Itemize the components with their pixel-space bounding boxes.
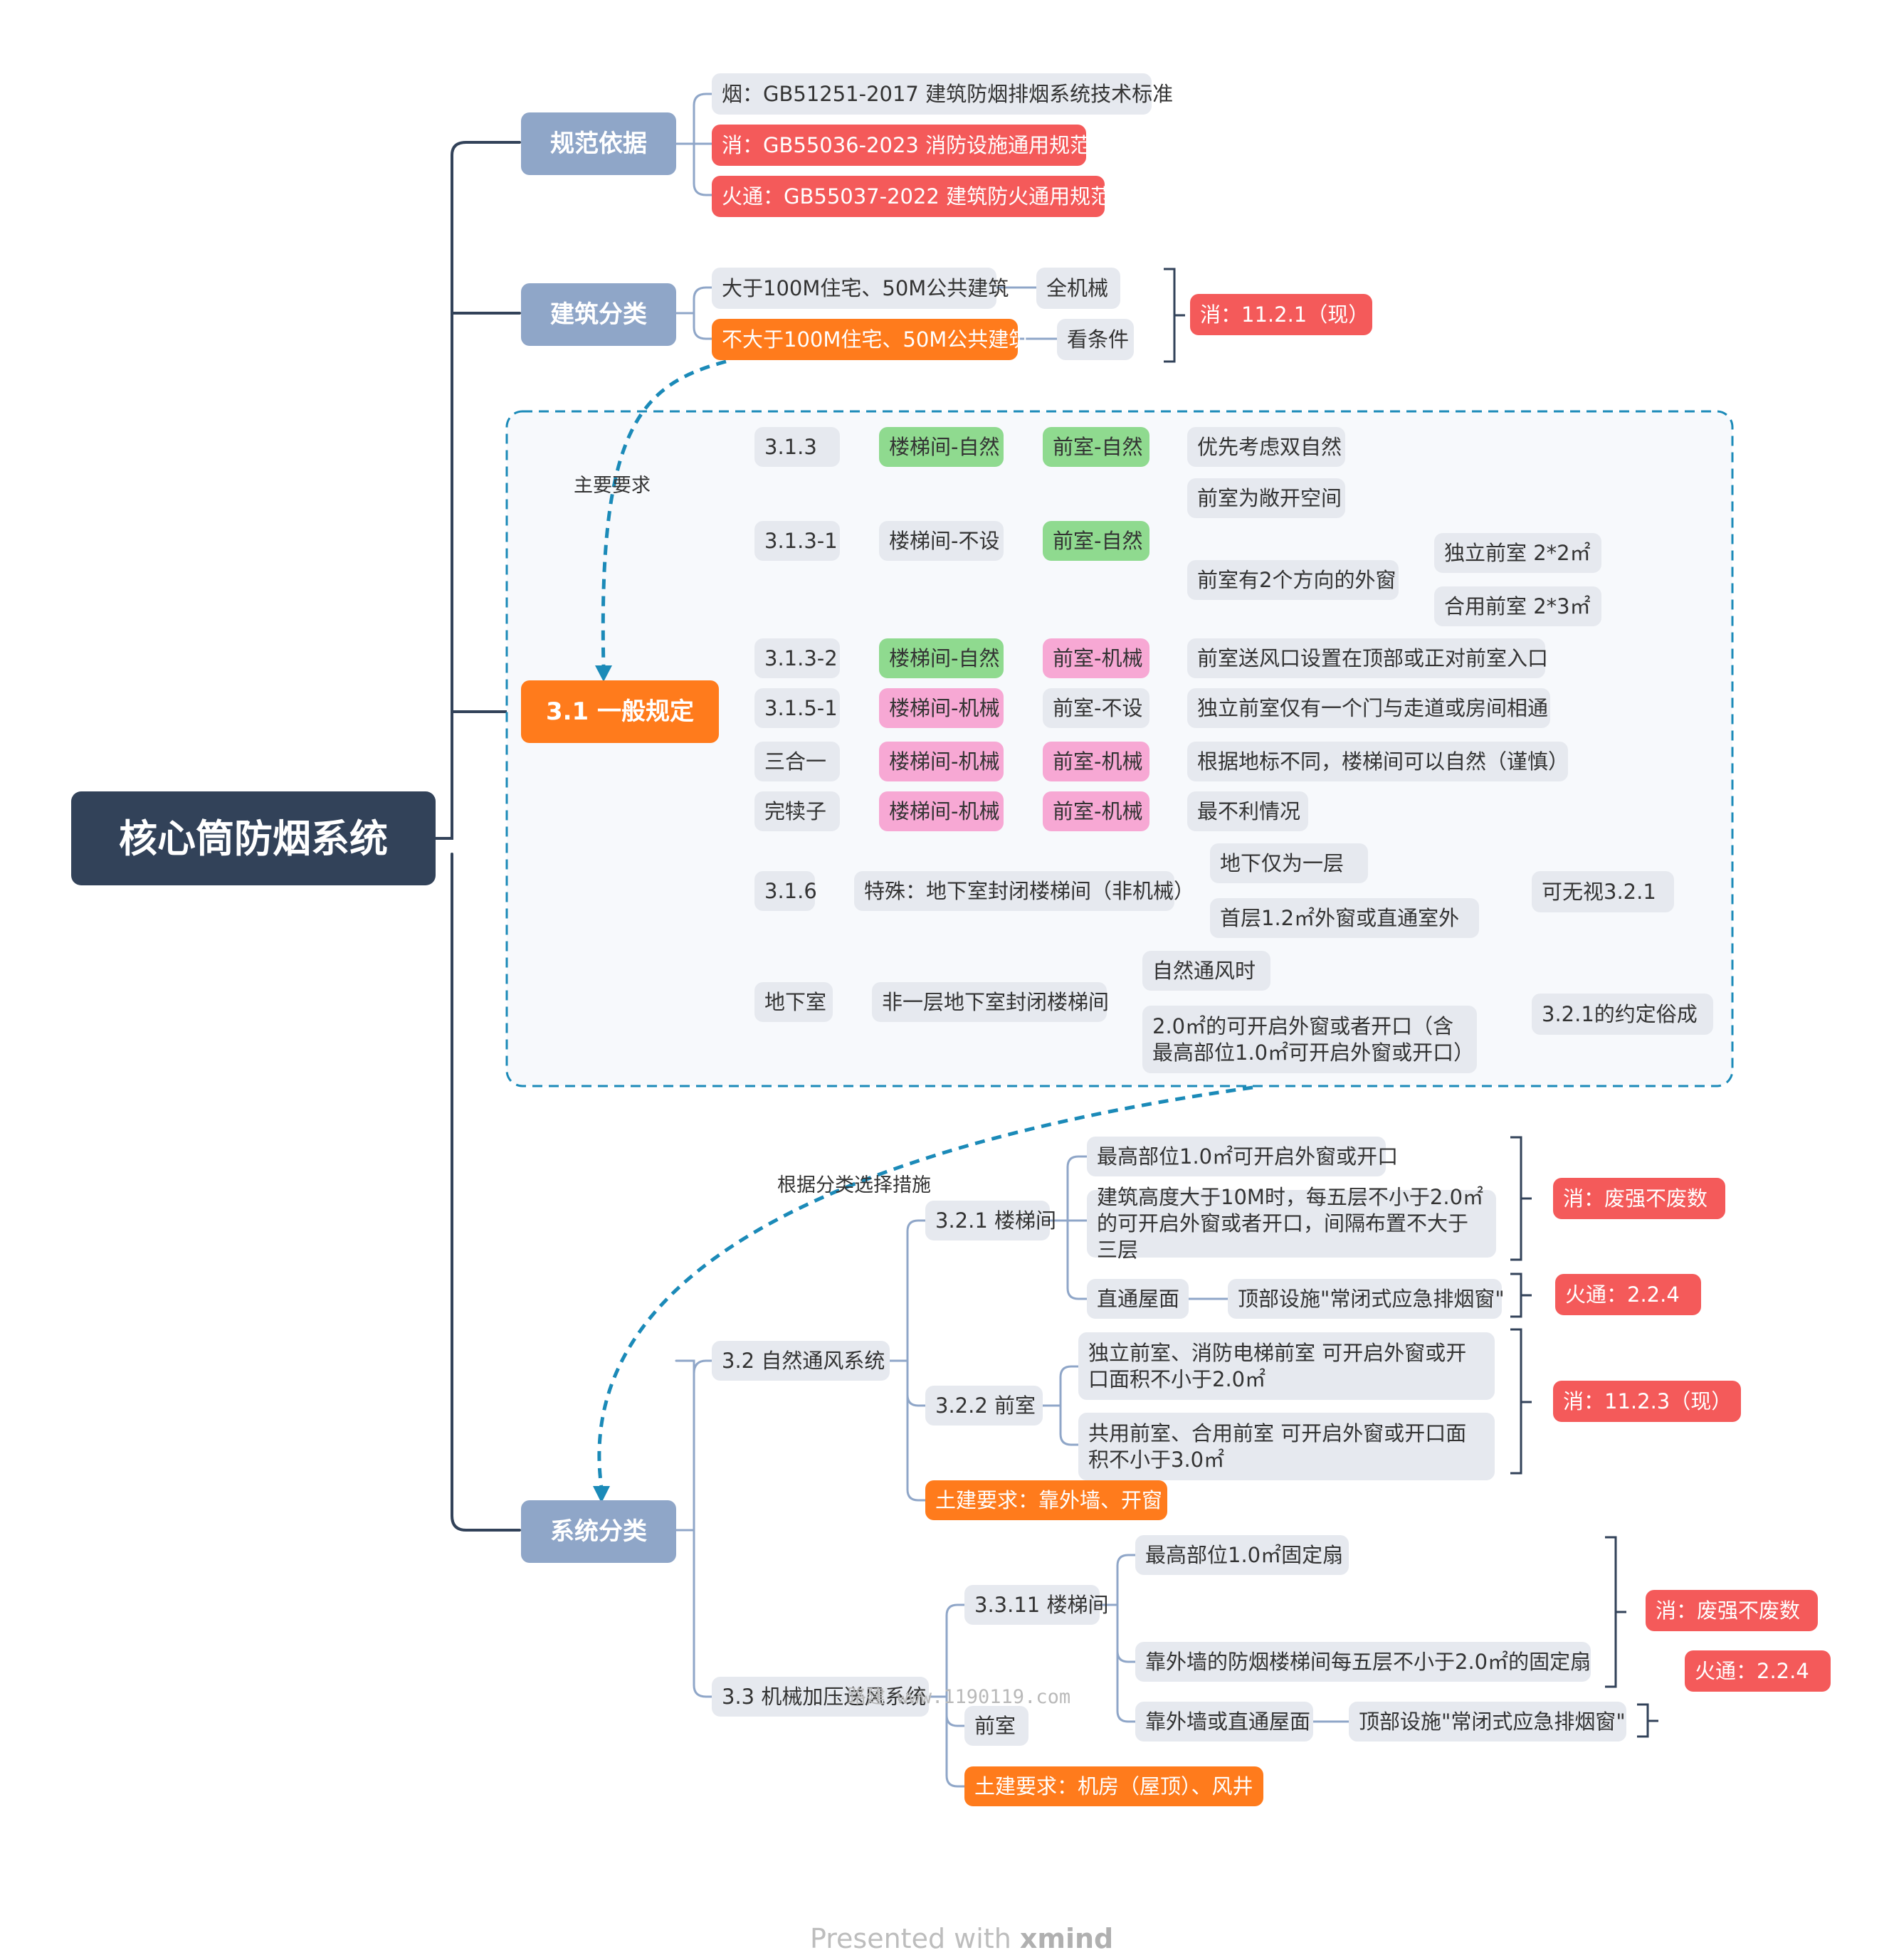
rule-313-note[interactable]: 优先考虑双自然 [1187,427,1345,467]
rule-3151-code[interactable]: 3.1.5-1 [754,688,840,728]
natural-stair-roof-window[interactable]: 顶部设施"常闭式应急排烟窗" [1228,1279,1505,1319]
rule-316-cond-window[interactable]: 首层1.2㎡外窗或直通室外 [1210,898,1479,938]
rule-basement-cond-natural[interactable]: 自然通风时 [1142,951,1270,991]
mechanical-stair-ref-fire[interactable]: 火通：2.2.4 [1685,1650,1831,1692]
mechanical-front[interactable]: 前室 [964,1706,1028,1746]
rule-313-front[interactable]: 前室-自然 [1043,427,1149,467]
build-class-low-result[interactable]: 看条件 [1057,319,1134,360]
rule-3131-note-open[interactable]: 前室为敞开空间 [1187,478,1345,518]
section-spec[interactable]: 规范依据 [521,112,676,175]
rule-316-special[interactable]: 特殊：地下室封闭楼梯间（非机械） [854,871,1194,911]
relation-choose: 根据分类选择措施 [777,1174,931,1196]
rule-worst-front[interactable]: 前室-机械 [1043,791,1149,831]
rule-3131-front[interactable]: 前室-自然 [1043,521,1149,561]
mechanical-stair-ref-facility[interactable]: 消：废强不废数 [1646,1590,1818,1631]
natural-stair[interactable]: 3.2.1 楼梯间 [925,1201,1056,1240]
xmind-brand: xmind [1019,1923,1114,1954]
footer-prefix: Presented with [810,1923,1020,1954]
rule-basement-cond-window[interactable]: 2.0㎡的可开启外窗或者开口（含最高部位1.0㎡可开启外窗或开口） [1142,1006,1477,1073]
rule-313-code[interactable]: 3.1.3 [754,427,840,467]
natural-front-shared[interactable]: 共用前室、合用前室 可开启外窗或开口面积不小于3.0㎡ [1078,1413,1495,1480]
rule-basement-code[interactable]: 地下室 [754,982,833,1022]
rule-worst-note[interactable]: 最不利情况 [1187,791,1308,831]
rule-3131-sub-shared[interactable]: 合用前室 2*3㎡ [1434,586,1601,626]
section-build[interactable]: 建筑分类 [521,283,676,346]
build-class-high-result[interactable]: 全机械 [1036,268,1120,309]
rule-worst-stair[interactable]: 楼梯间-机械 [879,791,1004,831]
natural-stair-ref-facility[interactable]: 消：废强不废数 [1553,1178,1725,1219]
natural-stair-ref-fire[interactable]: 火通：2.2.4 [1555,1274,1701,1315]
rule-worst-code[interactable]: 完犊子 [754,791,840,831]
arrow-head-main-req [595,665,612,682]
natural-front-independent[interactable]: 独立前室、消防电梯前室 可开启外窗或开口面积不小于2.0㎡ [1078,1332,1495,1400]
rule-3131-code[interactable]: 3.1.3-1 [754,521,840,561]
presented-with-footer[interactable]: Presented with xmind [810,1923,1113,1954]
rule-3132-stair[interactable]: 楼梯间-自然 [879,638,1004,678]
mechanical-stair-every-five-floors[interactable]: 靠外墙的防烟楼梯间每五层不小于2.0㎡的固定扇 [1135,1642,1591,1682]
natural-front-ref[interactable]: 消：11.2.3（现） [1553,1381,1741,1422]
mechanical-civil-requirement[interactable]: 土建要求：机房（屋顶）、风井 [964,1766,1263,1806]
rule-sanheyi-code[interactable]: 三合一 [754,742,840,781]
rule-sanheyi-front[interactable]: 前室-机械 [1043,742,1149,781]
natural-stair-every-five-floors[interactable]: 建筑高度大于10M时，每五层不小于2.0㎡的可开启外窗或者开口，间隔布置不大于三… [1087,1185,1496,1262]
rule-3132-note[interactable]: 前室送风口设置在顶部或正对前室入口 [1187,638,1548,678]
natural-front[interactable]: 3.2.2 前室 [925,1386,1043,1426]
rule-316-code[interactable]: 3.1.6 [754,871,817,911]
build-class-high[interactable]: 大于100M住宅、50M公共建筑 [712,268,1009,309]
mechanical-system-title[interactable]: 3.3 机械加压送风系统 [712,1677,929,1717]
arrow-head-choose [593,1486,610,1503]
rule-3151-stair[interactable]: 楼梯间-机械 [879,688,1004,728]
mechanical-stair-roof[interactable]: 靠外墙或直通屋面 [1135,1702,1313,1742]
natural-stair-top-opening[interactable]: 最高部位1.0㎡可开启外窗或开口 [1087,1137,1398,1176]
rule-basement-result[interactable]: 3.2.1的约定俗成 [1532,994,1713,1035]
rule-3131-sub-independent[interactable]: 独立前室 2*2㎡ [1434,533,1601,573]
rule-3151-front[interactable]: 前室-不设 [1043,688,1149,728]
rule-basement-special[interactable]: 非一层地下室封闭楼梯间 [872,982,1109,1022]
watermark: 路建 www.1190119.com [847,1686,1071,1708]
rule-313-stair[interactable]: 楼梯间-自然 [879,427,1004,467]
rule-316-cond-one-level[interactable]: 地下仅为一层 [1210,843,1368,883]
spec-item-smoke[interactable]: 烟：GB51251-2017 建筑防烟排烟系统技术标准 [712,73,1173,115]
rule-3132-code[interactable]: 3.1.3-2 [754,638,840,678]
natural-system-title[interactable]: 3.2 自然通风系统 [712,1341,890,1381]
spec-item-fire-code[interactable]: 火通：GB55037-2022 建筑防火通用规范 [712,176,1111,217]
natural-civil-requirement[interactable]: 土建要求：靠外墙、开窗 [925,1480,1167,1520]
root-topic[interactable]: 核心筒防烟系统 [71,791,436,885]
build-class-ref[interactable]: 消：11.2.1（现） [1190,294,1372,335]
natural-stair-roof[interactable]: 直通屋面 [1087,1279,1189,1319]
mechanical-stair-roof-window[interactable]: 顶部设施"常闭式应急排烟窗" [1349,1702,1626,1742]
spec-item-fire-facility[interactable]: 消：GB55036-2023 消防设施通用规范 [712,125,1090,166]
rule-316-result[interactable]: 可无视3.2.1 [1532,871,1674,912]
rule-3132-front[interactable]: 前室-机械 [1043,638,1149,678]
relation-main-req: 主要要求 [574,475,651,497]
rule-3151-note[interactable]: 独立前室仅有一个门与走道或房间相通 [1187,688,1550,728]
mechanical-stair[interactable]: 3.3.11 楼梯间 [964,1585,1108,1625]
rule-sanheyi-stair[interactable]: 楼梯间-机械 [879,742,1004,781]
rule-3131-stair[interactable]: 楼梯间-不设 [879,521,1004,561]
mechanical-stair-top-fixed[interactable]: 最高部位1.0㎡固定扇 [1135,1535,1349,1575]
section-general[interactable]: 3.1 一般规定 [521,680,719,743]
section-system[interactable]: 系统分类 [521,1500,676,1563]
build-class-low[interactable]: 不大于100M住宅、50M公共建筑 [712,319,1029,360]
rule-3131-note-window[interactable]: 前室有2个方向的外窗 [1187,560,1399,600]
rule-sanheyi-note[interactable]: 根据地标不同，楼梯间可以自然（谨慎） [1187,742,1569,781]
